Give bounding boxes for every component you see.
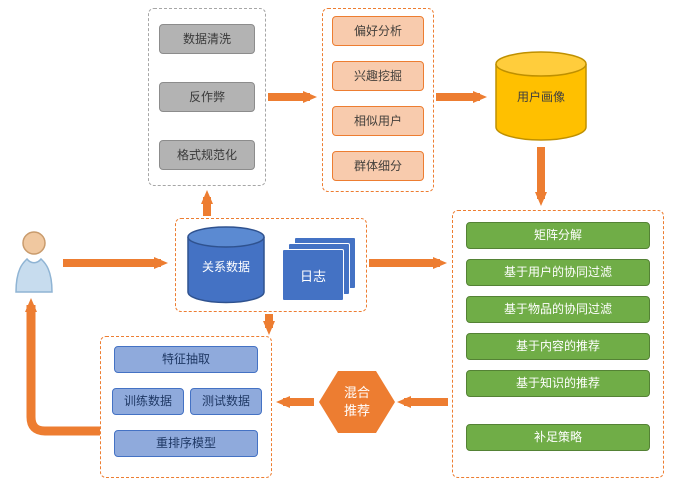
preference-analysis-box: 偏好分析 xyxy=(332,16,424,46)
sources-group xyxy=(175,218,367,312)
ranking-group xyxy=(100,336,272,478)
feature-extraction-box: 特征抽取 xyxy=(114,346,258,373)
user-icon xyxy=(12,230,56,294)
user-profile-cylinder xyxy=(494,50,588,142)
logs-shape: 日志 xyxy=(282,249,344,301)
test-data-box: 测试数据 xyxy=(190,388,262,415)
interest-mining-box: 兴趣挖掘 xyxy=(332,61,424,91)
anti-cheat-box: 反作弊 xyxy=(159,82,255,112)
format-normalization-box: 格式规范化 xyxy=(159,140,255,170)
item-cf-box: 基于物品的协同过滤 xyxy=(466,296,650,323)
group-segmentation-box: 群体细分 xyxy=(332,151,424,181)
data-cleaning-box: 数据清洗 xyxy=(159,24,255,54)
profiling-group xyxy=(322,8,434,192)
rerank-model-box: 重排序模型 xyxy=(114,430,258,457)
user-cf-box: 基于用户的协同过滤 xyxy=(466,259,650,286)
hybrid-recommendation-hexagon: 混合推荐 xyxy=(319,371,395,433)
matrix-factorization-box: 矩阵分解 xyxy=(466,222,650,249)
similar-users-box: 相似用户 xyxy=(332,106,424,136)
fallback-strategy-box: 补足策略 xyxy=(466,424,650,451)
hybrid-recommendation-label: 混合推荐 xyxy=(343,385,370,418)
preprocess-group xyxy=(148,8,266,186)
recall-group xyxy=(452,210,664,478)
content-recommendation-box: 基于内容的推荐 xyxy=(466,333,650,360)
knowledge-recommendation-box: 基于知识的推荐 xyxy=(466,370,650,397)
arrow-ranking-to-user xyxy=(25,298,100,436)
training-data-box: 训练数据 xyxy=(112,388,184,415)
relational-db-cylinder xyxy=(186,226,266,304)
